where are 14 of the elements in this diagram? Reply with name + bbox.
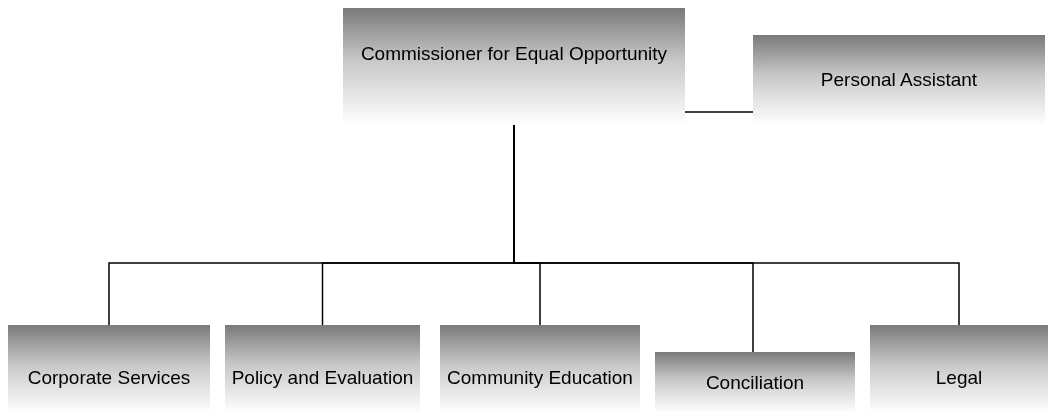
box-label: Personal Assistant <box>820 69 978 91</box>
org-box <box>8 325 210 413</box>
box-label: Conciliation <box>705 371 805 394</box>
org-box <box>655 352 855 413</box>
org-box <box>225 325 420 413</box>
org-box <box>440 325 640 413</box>
box-label: Legal <box>935 367 983 389</box>
connector-line <box>684 111 754 113</box>
org-box <box>870 325 1048 413</box>
org-box <box>753 35 1045 125</box>
box-label: Corporate Services <box>27 367 191 389</box>
box-label: Policy and Evaluation <box>231 367 414 389</box>
box-label: Community Education <box>447 367 633 389</box>
box-label: Commissioner for Equal Opportunity <box>360 43 668 65</box>
